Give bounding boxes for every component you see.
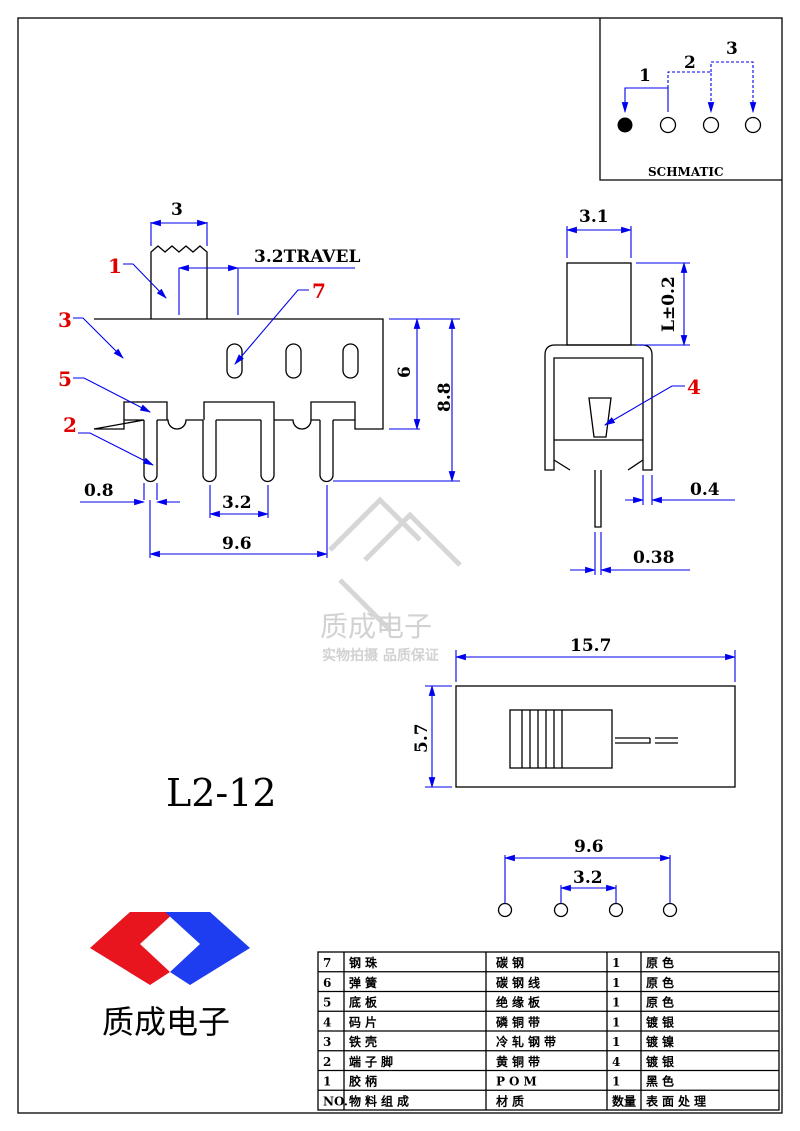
dim-tab: 0.4 <box>690 480 720 500</box>
bom-cell: 1 <box>612 1075 620 1089</box>
bom-cell: 1 <box>323 1075 331 1089</box>
dim-height-total: 8.8 <box>435 382 455 412</box>
bom-cell: 弹簧 <box>349 975 381 990</box>
bom-header-cell: 材质 <box>495 1093 528 1108</box>
bom-header-cell: 数量 <box>612 1093 636 1108</box>
bom-header-cell: 物料组成 <box>349 1093 413 1108</box>
dim-pin-width: 0.8 <box>84 481 114 501</box>
bom-cell: 1 <box>612 1035 620 1049</box>
dim-footprint-span: 9.6 <box>574 837 604 857</box>
bom-cell: 码片 <box>349 1014 381 1029</box>
bom-cell: 3 <box>323 1035 331 1049</box>
bom-cell: 黄铜带 <box>496 1054 544 1069</box>
bom-cell: 底板 <box>349 995 381 1010</box>
bom-cell: 原色 <box>646 955 678 970</box>
dim-actuator-width: 3 <box>171 200 183 220</box>
logo-text: 质成电子 <box>102 1003 230 1041</box>
bom-cell: 胶柄 <box>349 1074 381 1089</box>
callout-5: 5 <box>58 367 72 391</box>
bom-cell: 1 <box>612 996 620 1010</box>
bom-cell: 1 <box>612 1015 620 1029</box>
schematic-pos-1: 1 <box>639 66 651 86</box>
bom-cell: 磷铜带 <box>496 1014 544 1029</box>
watermark: 质成电子 实物拍摄 品质保证 <box>320 496 462 664</box>
side-view: 3 3.2TRAVEL 6 8.8 0.8 3.2 9.6 1 2 3 5 7 <box>58 200 460 558</box>
bom-table: 7 钢珠 碳钢 1 原色 6 弹簧 碳钢线 1 原色 5 底板 绝缘板 1 原色 4 码片 磷铜带 1 镀银 3 铁壳 冷轧… <box>317 951 780 1111</box>
bom-cell: 冷轧钢带 <box>496 1034 560 1049</box>
part-title: L2-12 <box>166 771 277 815</box>
dim-footprint-pitch: 3.2 <box>573 868 603 888</box>
bom-cell: 绝缘板 <box>496 995 544 1010</box>
bom-cell: 7 <box>323 956 331 970</box>
bom-cell: 镀银 <box>646 1014 678 1029</box>
bom-cell: 碳钢 <box>496 955 528 970</box>
dim-top-length: 15.7 <box>570 636 611 656</box>
dim-end-width: 3.1 <box>579 207 609 227</box>
bom-cell: 1 <box>612 976 620 990</box>
schematic-pos-3: 3 <box>726 39 738 59</box>
bom-cell: 黑色 <box>646 1074 678 1089</box>
company-logo: 质成电子 <box>90 912 250 1041</box>
bom-cell: 4 <box>612 1055 620 1069</box>
dim-travel: 3.2TRAVEL <box>254 247 360 267</box>
bom-cell: 原色 <box>646 975 678 990</box>
dim-pin-thickness: 0.38 <box>633 548 674 568</box>
bom-cell: 1 <box>612 956 620 970</box>
sheet-border <box>17 17 783 1114</box>
end-view: 3.1 L±0.2 4 0.4 0.38 <box>544 207 735 575</box>
bom-cell: 2 <box>323 1055 331 1069</box>
bom-header-cell: NO. <box>323 1094 348 1108</box>
bom-header-cell: 表面处理 <box>645 1093 710 1108</box>
bom-cell: 铁壳 <box>349 1034 381 1049</box>
watermark-name: 质成电子 <box>320 610 432 643</box>
top-view: 15.7 5.7 <box>412 636 737 789</box>
callout-4: 4 <box>687 375 701 399</box>
callout-1: 1 <box>108 254 122 278</box>
schematic-box: 1 2 3 SCHMATIC <box>599 18 782 181</box>
dim-height-body: 6 <box>395 366 415 378</box>
bom-cell: 4 <box>323 1015 331 1029</box>
bom-cell: 碳钢线 <box>496 975 544 990</box>
footprint: 9.6 3.2 <box>497 837 678 918</box>
terminal-common <box>617 117 633 133</box>
bom-cell: 6 <box>323 976 331 990</box>
callout-2: 2 <box>63 413 77 437</box>
bom-cell: 5 <box>323 996 331 1010</box>
bom-cell: 钢珠 <box>349 955 381 970</box>
bom-cell: 原色 <box>646 995 678 1010</box>
callout-3: 3 <box>58 308 72 332</box>
bom-cell: 镀银 <box>646 1054 678 1069</box>
watermark-slogan: 实物拍摄 品质保证 <box>322 647 439 664</box>
bom-cell: POM <box>496 1075 541 1089</box>
dim-actuator-height: L±0.2 <box>659 276 679 332</box>
dim-pin-span: 9.6 <box>222 534 252 554</box>
callout-7: 7 <box>312 279 326 303</box>
bom-cell: 镀镍 <box>646 1034 678 1049</box>
schematic-pos-2: 2 <box>684 53 696 73</box>
dim-pin-pitch: 3.2 <box>222 493 252 513</box>
dim-top-width: 5.7 <box>412 723 432 753</box>
schematic-label: SCHMATIC <box>648 165 724 179</box>
bom-cell: 端子脚 <box>349 1054 397 1069</box>
